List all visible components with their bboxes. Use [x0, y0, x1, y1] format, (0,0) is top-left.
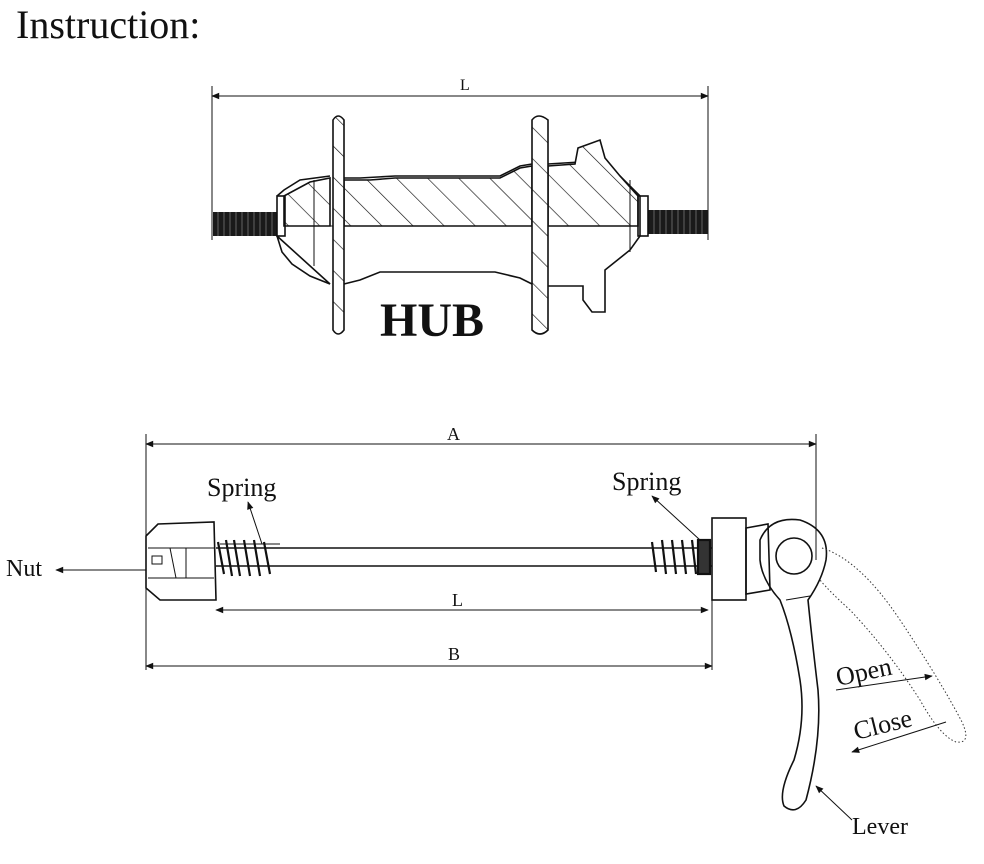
spring-left	[216, 539, 280, 577]
callout-close: Close	[850, 703, 914, 745]
callout-lever: Lever	[852, 814, 908, 840]
hub-cross-section-center	[343, 165, 533, 227]
hub-dimension-label: L	[460, 77, 470, 94]
callout-spring-left-arrow	[247, 501, 263, 545]
lever-housing	[711, 517, 771, 601]
callout-nut: Nut	[6, 556, 42, 582]
hub-locknut-left	[276, 195, 286, 237]
skewer-drawing: A	[6, 424, 967, 840]
hub-axle-thread-right	[648, 210, 708, 234]
hub-cross-section-right	[547, 138, 639, 227]
hub-body-outline	[275, 161, 641, 313]
dimension-a-label: A	[447, 424, 460, 444]
skewer-nut	[145, 521, 217, 601]
hub-label: HUB	[380, 294, 484, 347]
callout-lever-arrow	[815, 785, 853, 821]
hub-drawing: L	[211, 77, 709, 347]
callout-spring-right-arrow	[651, 495, 701, 541]
dimension-l-label: L	[452, 590, 463, 610]
hub-flange-right	[531, 115, 549, 335]
page-title: Instruction:	[16, 2, 200, 47]
hub-axle-thread-left	[213, 212, 277, 236]
dimension-b-label: B	[448, 644, 460, 664]
lever-closed	[759, 518, 828, 811]
callout-close-arrow	[851, 721, 947, 753]
callout-spring-left: Spring	[207, 473, 276, 502]
hub-flange-left	[332, 115, 345, 335]
spring-right	[650, 538, 712, 576]
lever-cam-hole	[775, 537, 813, 575]
callout-open-arrow	[835, 673, 933, 691]
hub-locknut-right	[637, 195, 649, 237]
hub-cross-section	[283, 177, 331, 227]
callout-spring-right: Spring	[612, 467, 681, 496]
